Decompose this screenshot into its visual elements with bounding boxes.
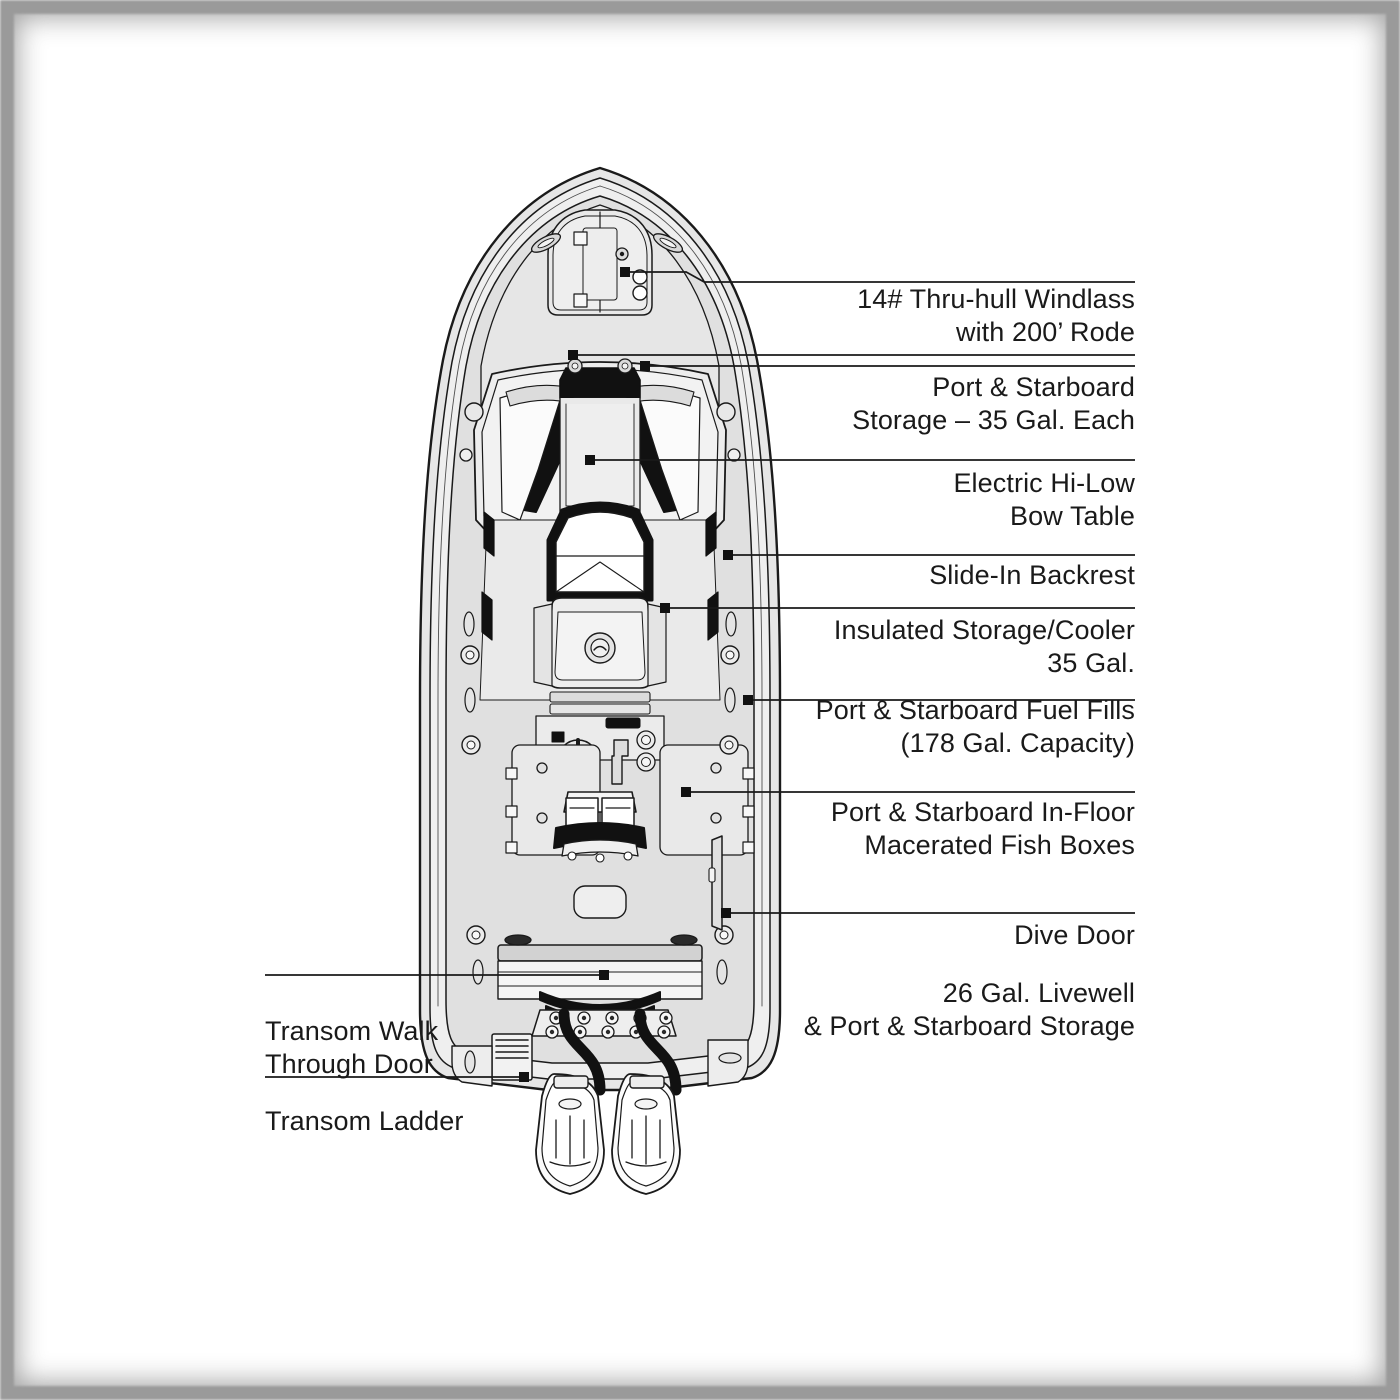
callout-label-slide-in-backrest: Slide-In Backrest xyxy=(929,560,1135,590)
callout-label-fuel-fills: Port & Starboard Fuel Fills (178 Gal. Ca… xyxy=(815,695,1135,758)
callout-label-windlass: 14# Thru-hull Windlass with 200’ Rode xyxy=(857,284,1135,347)
gunwale-hardware xyxy=(460,511,740,985)
marker-dot-bow-table xyxy=(640,361,650,371)
marker-dot-fuel-fills xyxy=(660,603,670,613)
bow-cockpit xyxy=(459,358,741,547)
callout-label-insulated-cooler: Insulated Storage/Cooler 35 Gal. xyxy=(833,615,1135,678)
callout-label-port-starboard-storage: Port & Starboard Storage – 35 Gal. Each xyxy=(852,372,1135,435)
marker-dot-dive-door xyxy=(681,787,691,797)
console-assembly xyxy=(479,501,721,789)
engine-starboard xyxy=(611,1073,681,1195)
marker-dot-livewell xyxy=(721,908,731,918)
aft-seat-cooler xyxy=(553,791,647,919)
marker-dot-transom-walk-through-door xyxy=(599,970,609,980)
callout-label-transom-ladder: Transom Ladder xyxy=(265,1106,464,1136)
marker-dot-fish-boxes xyxy=(743,695,753,705)
callout-marker-dots xyxy=(519,267,753,1082)
marker-dot-transom-ladder xyxy=(519,1072,529,1082)
leader-line-windlass xyxy=(625,271,1135,283)
callout-label-bow-table: Electric Hi-Low Bow Table xyxy=(953,468,1135,531)
callout-label-transom-walk-through-door: Transom Walk Through Door xyxy=(265,1016,439,1079)
callout-leader-lines xyxy=(265,271,1135,1078)
callout-label-fish-boxes: Port & Starboard In-Floor Macerated Fish… xyxy=(830,797,1135,860)
bow-deck xyxy=(480,204,720,416)
outboard-engines xyxy=(535,1008,682,1195)
marker-dot-insulated-cooler xyxy=(723,550,733,560)
callout-label-livewell: 26 Gal. Livewell & Port & Starboard Stor… xyxy=(803,978,1135,1041)
callout-label-dive-door: Dive Door xyxy=(1014,920,1135,950)
marker-dot-slide-in-backrest xyxy=(585,455,595,465)
marker-dot-port-starboard-storage xyxy=(568,350,578,360)
marker-dot-windlass xyxy=(620,267,630,277)
engine-port xyxy=(535,1073,605,1195)
